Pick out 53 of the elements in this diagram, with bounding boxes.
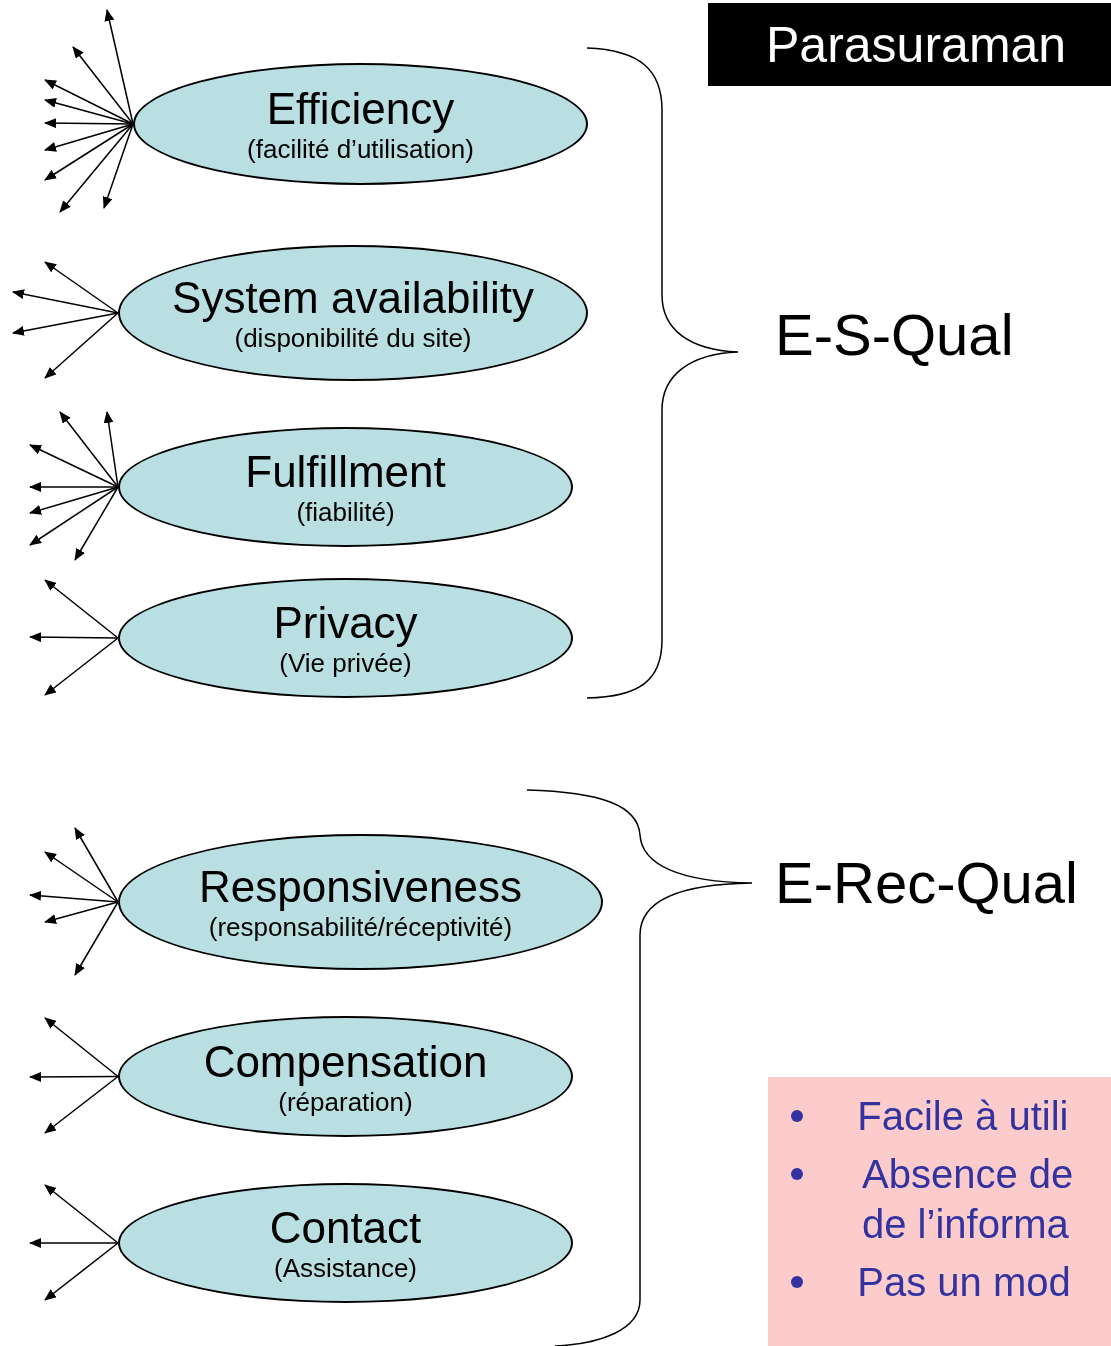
arrow — [29, 486, 119, 515]
arrow — [29, 632, 119, 643]
dimension-title: Responsiveness — [199, 862, 522, 912]
arrow — [44, 901, 119, 924]
model-label: E-S-Qual — [775, 301, 1014, 369]
arrow — [44, 1017, 119, 1078]
arrow — [74, 486, 119, 561]
arrow — [29, 482, 119, 492]
dimension-title: Compensation — [203, 1036, 488, 1087]
arrow — [102, 123, 134, 209]
translation-text: (responsabilité/réceptivité) — [208, 912, 513, 942]
translation-text: (fiabilité) — [296, 497, 395, 527]
arrow — [44, 1242, 119, 1301]
dimension-title: Contact — [269, 1203, 422, 1253]
translation-text: (Vie privée) — [279, 648, 412, 678]
arrow — [29, 1238, 119, 1248]
arrow — [12, 312, 119, 336]
arrow — [29, 890, 119, 903]
translation-text: (facilité d’utilisation) — [247, 134, 474, 164]
arrow — [44, 851, 119, 903]
bullet-text: Facile à utili — [857, 1093, 1070, 1140]
bullet-text: Pas un mod — [857, 1259, 1072, 1306]
arrow — [12, 289, 119, 314]
arrow — [29, 444, 119, 488]
dimension-title: Privacy — [273, 598, 418, 648]
note-panel — [768, 1077, 1111, 1346]
arrow — [44, 261, 119, 314]
arrow — [29, 486, 119, 546]
author-title: Parasuraman — [766, 15, 1067, 75]
dimension-title: System availability — [172, 273, 534, 323]
arrow — [59, 123, 134, 213]
arrow — [44, 79, 134, 125]
model-label: E-Rec-Qual — [775, 849, 1078, 917]
arrow — [29, 1071, 119, 1082]
arrow — [44, 1075, 119, 1134]
arrow — [44, 637, 119, 696]
translation-text: (disponibilité du site) — [234, 323, 472, 353]
arrow — [74, 901, 119, 976]
dimension-title: Fulfillment — [245, 447, 446, 497]
bullet-text: Absence de de l’informa — [862, 1151, 1075, 1248]
translation-text: (Assistance) — [273, 1253, 417, 1283]
arrow — [44, 123, 134, 181]
arrow — [44, 312, 119, 379]
dimension-title: Efficiency — [266, 84, 455, 134]
arrow — [44, 123, 134, 152]
arrow — [72, 46, 134, 125]
arrow — [59, 411, 119, 488]
title-banner — [708, 3, 1111, 86]
arrow — [104, 9, 134, 125]
arrow — [44, 1184, 119, 1244]
arrow — [74, 827, 119, 903]
translation-text: (réparation) — [278, 1086, 413, 1117]
arrow — [44, 579, 119, 639]
